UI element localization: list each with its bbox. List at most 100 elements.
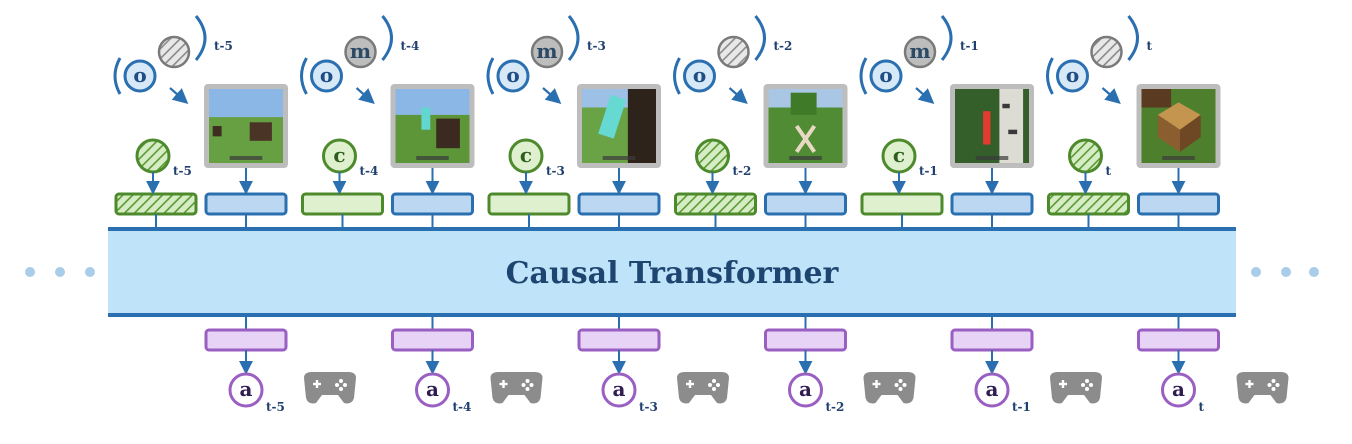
- obs-circle: [123, 59, 157, 93]
- scene-cow-small: [212, 126, 222, 137]
- obs-circle: [869, 59, 903, 93]
- condition-time-label: t-2: [733, 164, 752, 178]
- gamepad-btn: [339, 387, 343, 391]
- timestep-group: t-2ot-2at-2: [673, 15, 916, 414]
- bracket-time-label: t-2: [774, 39, 793, 53]
- condition-time-label: t-4: [360, 164, 379, 178]
- bracket-arrow: [542, 87, 562, 105]
- masked-condition-icon: [695, 138, 730, 174]
- gamepad-btn: [335, 383, 339, 387]
- ellipsis-dot-right: [1309, 267, 1319, 277]
- action-letter: a: [426, 377, 439, 401]
- gamepad-btn: [712, 387, 716, 391]
- action-time-label: t: [1199, 400, 1205, 414]
- action-letter: a: [986, 377, 999, 401]
- bracket-time-label: t-5: [214, 39, 233, 53]
- bracket-left: [486, 57, 495, 95]
- gamepad-btn: [1267, 383, 1272, 387]
- scene-hotbar: [229, 156, 263, 160]
- scene-dirt: [1141, 89, 1172, 108]
- action-time-label: t-4: [453, 400, 472, 414]
- gamepad-icon: [677, 372, 729, 404]
- mask-letter: m: [350, 39, 371, 63]
- scene-hotbar: [602, 156, 636, 160]
- action-circle: [601, 372, 637, 408]
- obs-letter: o: [506, 63, 519, 87]
- hatched-mask-icon: [1090, 35, 1123, 69]
- action-token: [950, 328, 1034, 352]
- bracket-right: [940, 15, 953, 61]
- action-circle: [974, 372, 1010, 408]
- scene-cow: [249, 122, 272, 141]
- action-letter: a: [1172, 377, 1185, 401]
- condition-letter: c: [520, 143, 532, 167]
- masked-condition-icon: [135, 138, 171, 174]
- scene-grass: [768, 107, 843, 163]
- bracket-right: [567, 15, 580, 61]
- action-letter: a: [613, 377, 626, 401]
- gamepad-icon: [490, 372, 543, 404]
- gamepad-icon: [863, 372, 916, 404]
- gamepad-btn: [1085, 387, 1089, 391]
- action-time-label: t-2: [826, 400, 845, 414]
- action-circle: [1161, 372, 1196, 408]
- obs-letter: o: [320, 63, 333, 87]
- ellipsis-dot-right: [1251, 267, 1261, 277]
- scene-birch-mark: [1008, 129, 1018, 135]
- scene-table-top: [1157, 102, 1201, 130]
- scene-tool-b: [794, 124, 817, 154]
- bracket-left: [300, 57, 308, 95]
- gamepad-icon: [1050, 372, 1102, 404]
- action-token: [391, 328, 474, 352]
- condition-token: [860, 192, 944, 216]
- scene-cow-closeup: [627, 89, 656, 163]
- ellipsis-dot-left: [55, 267, 65, 277]
- masked-condition-token: [674, 192, 757, 216]
- action-time-label: t-3: [639, 400, 658, 414]
- obs-letter: o: [879, 63, 892, 87]
- bracket-left: [1046, 57, 1054, 95]
- condition-time-label: t: [1106, 164, 1112, 178]
- causal-transformer-label: Causal Transformer: [506, 256, 840, 291]
- condition-token: [301, 192, 384, 216]
- scene-hotbar: [1162, 156, 1195, 160]
- bracket-arrow: [1101, 87, 1121, 105]
- timestep-group: t-5ot-5at-5: [113, 15, 356, 414]
- ellipsis-dot-left: [25, 267, 35, 277]
- bracket-time-label: t-4: [401, 39, 420, 53]
- masked-condition-token: [1047, 192, 1130, 216]
- mask-circle: [530, 35, 564, 69]
- bracket-right: [1127, 15, 1139, 61]
- gamepad-btn: [339, 379, 343, 383]
- scene-sky: [209, 89, 283, 118]
- bracket-arrow: [355, 87, 375, 105]
- hatched-mask-icon: [157, 35, 191, 69]
- scene-diamond-sword: [598, 94, 627, 139]
- gamepad-btn: [525, 379, 530, 383]
- ellipsis-dot-left: [85, 267, 95, 277]
- mask-circle: [903, 35, 937, 69]
- scene-diamond-tool: [421, 107, 431, 130]
- action-circle: [788, 372, 823, 408]
- bracket-arrow: [169, 87, 189, 105]
- gamepad-btn: [898, 379, 903, 383]
- gamepad-icon: [304, 372, 356, 404]
- gamepad-btn: [521, 383, 526, 387]
- gamepad-btn: [1275, 383, 1280, 387]
- mask-circle: [344, 35, 377, 69]
- hatched-mask-icon: [717, 35, 750, 69]
- gamepad-btn: [343, 383, 347, 387]
- ellipsis-dot-right: [1281, 267, 1291, 277]
- scene-birch-trunk: [999, 89, 1024, 163]
- mask-letter: m: [909, 39, 930, 63]
- scene-table-side: [1157, 114, 1180, 152]
- obs-circle: [1056, 59, 1089, 93]
- gamepad-btn: [716, 383, 720, 387]
- gamepad-btn: [1085, 379, 1089, 383]
- transformer-band: [108, 229, 1236, 315]
- action-letter: a: [240, 377, 253, 401]
